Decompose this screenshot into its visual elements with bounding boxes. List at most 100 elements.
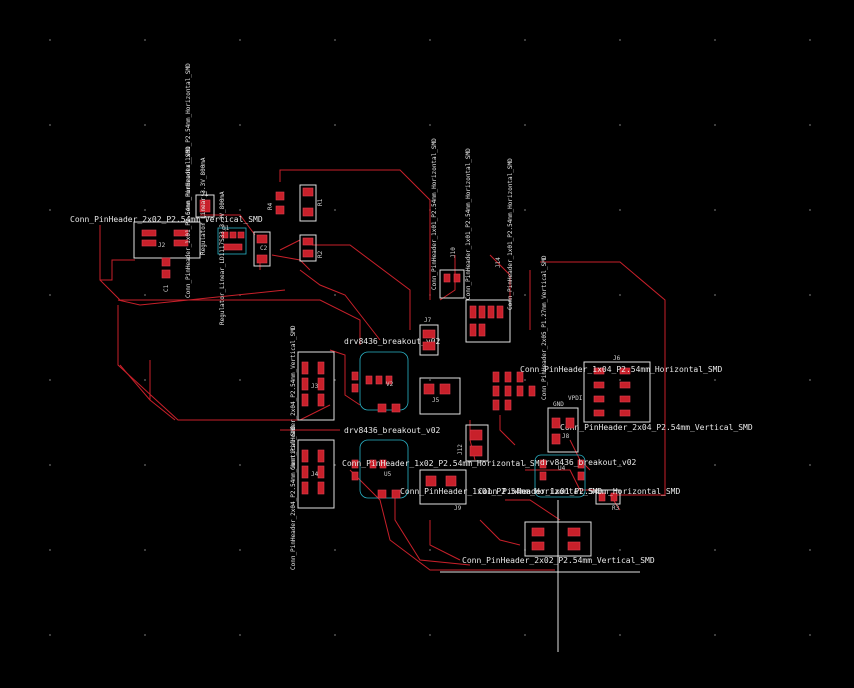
footprint-drv-a[interactable]: V2	[351, 351, 409, 413]
ref-j12: J12	[457, 444, 464, 455]
grid-dot	[239, 464, 241, 466]
footprint-bottom-2x02[interactable]	[524, 521, 592, 557]
grid-dot	[334, 549, 336, 551]
grid-dot	[429, 634, 431, 636]
grid-dot	[809, 464, 811, 466]
grid-dot	[49, 39, 51, 41]
grid-dot	[334, 634, 336, 636]
footprint-u4[interactable]: U4	[534, 454, 586, 498]
grid-dot	[809, 124, 811, 126]
grid-dot	[49, 634, 51, 636]
label-j6-horiz: Conn_PinHeader_1x04_P2.54mm_Horizontal_S…	[520, 365, 722, 374]
footprint-j3[interactable]: J3	[297, 351, 335, 421]
label-mid-horiz2: Conn_PinHeader_1x01_P2.54mm_Horizontal_S…	[465, 148, 472, 300]
footprint-j5[interactable]: J5	[419, 377, 461, 415]
ref-r1: R1	[317, 198, 324, 206]
ref-j2: J2	[158, 242, 166, 249]
label-j3-vert: Conn_PinHeader_2x04_P2.54mm_Vertical_SMD	[290, 325, 297, 470]
ref-v2: V2	[386, 381, 394, 388]
grid-dot	[619, 379, 621, 381]
grid-dot	[619, 294, 621, 296]
grid-dot	[239, 124, 241, 126]
ref-gnd: GND	[553, 401, 564, 408]
label-mid-horiz3: Conn_PinHeader_1x01_P2.54mm_Horizontal_S…	[507, 158, 514, 310]
ref-j9: J9	[454, 505, 462, 512]
label-j6-value: Conn_PinHeader_2x04_P2.54mm_Vertical_SMD	[560, 423, 753, 432]
ref-j5: J5	[432, 397, 440, 404]
grid-dot	[334, 464, 336, 466]
label-j2-vert1: Conn_PinHeader_1x01_P2.54mm_Horizontal_S…	[185, 63, 192, 215]
ref-j4: J4	[311, 471, 319, 478]
ref-c2: C2	[260, 245, 268, 252]
grid-dot	[619, 209, 621, 211]
grid-dot	[144, 464, 146, 466]
label-j2-vert2: Conn_PinHeader_1x01_P2.54mm_Horizontal_S…	[185, 146, 192, 298]
ref-j6: J6	[613, 355, 621, 362]
footprint-r2[interactable]: R2	[299, 234, 324, 262]
label-j9-value: Conn_PinHeader_1x01_P2.54mm_Horizontal_S…	[400, 487, 602, 496]
grid-dot	[524, 39, 526, 41]
footprint-r1[interactable]: R1	[299, 184, 324, 222]
grid-dot	[714, 39, 716, 41]
label-regulator: Regulator_Linear_LD1117S33_3.3V_800mA	[219, 191, 226, 325]
grid-dot	[429, 379, 431, 381]
footprint-j14[interactable]: J14	[465, 257, 511, 343]
label-j2-value: Conn_PinHeader_2x02_P2.54mm_Vertical_SMD	[70, 215, 263, 224]
grid-dot	[334, 124, 336, 126]
grid-dot	[619, 464, 621, 466]
grid-dot	[809, 294, 811, 296]
footprint-c1[interactable]: C1	[161, 257, 171, 292]
ref-c1: C1	[163, 284, 170, 292]
reference-lines	[440, 500, 640, 652]
grid-dot	[524, 634, 526, 636]
grid-dot	[714, 294, 716, 296]
footprint-j10[interactable]: J10	[439, 247, 465, 299]
copper-traces	[99, 169, 666, 571]
ref-r2: R2	[317, 250, 324, 258]
footprint-j9[interactable]: J9	[419, 469, 467, 512]
ref-u1: U1	[222, 225, 230, 232]
grid-dot	[144, 634, 146, 636]
grid-dot	[619, 39, 621, 41]
footprint-j8[interactable]: J8 GND VPDI	[547, 395, 583, 453]
grid-dot	[619, 634, 621, 636]
grid-dot	[144, 379, 146, 381]
grid-dot	[239, 39, 241, 41]
grid-dot	[714, 124, 716, 126]
ref-j7: J7	[424, 317, 432, 324]
grid-dot	[334, 379, 336, 381]
grid-dot	[524, 464, 526, 466]
grid-dot	[619, 549, 621, 551]
label-u4: drv8436_breakout_v02	[540, 458, 637, 467]
footprint-j4[interactable]: J4	[297, 439, 335, 509]
grid-dot	[524, 294, 526, 296]
grid-dot	[714, 634, 716, 636]
ref-j3: J3	[311, 383, 319, 390]
grid-dot	[144, 39, 146, 41]
grid-dot	[49, 209, 51, 211]
grid-dot	[524, 379, 526, 381]
grid-dot	[334, 294, 336, 296]
grid-dot	[524, 124, 526, 126]
grid-dot	[809, 549, 811, 551]
footprint-j6[interactable]: J6	[583, 355, 651, 423]
footprint-r3[interactable]: R3	[595, 489, 621, 512]
grid-dot	[334, 39, 336, 41]
grid-dot	[714, 209, 716, 211]
footprint-drv-b[interactable]: U5	[351, 439, 409, 499]
label-mid-horiz1: Conn_PinHeader_1x01_P2.54mm_Horizontal_S…	[431, 138, 438, 290]
footprint-j1[interactable]: J1	[195, 191, 215, 218]
footprint-j12[interactable]: J12	[457, 424, 489, 462]
footprint-mid-column[interactable]	[492, 371, 536, 411]
footprint-j7[interactable]: J7	[419, 317, 439, 356]
grid-dot	[144, 209, 146, 211]
grid-dot	[49, 124, 51, 126]
footprint-c2[interactable]: C2	[253, 231, 271, 267]
footprint-r4[interactable]: R4	[267, 191, 285, 215]
footprint-regulator[interactable]: U1	[217, 225, 247, 255]
grid-dot	[524, 209, 526, 211]
label-mid-bottom: Conn_PinHeader_1x01_P2.54mm_Horizontal_S…	[478, 487, 680, 496]
label-bottom-value: Conn_PinHeader_2x02_P2.54mm_Vertical_SMD	[462, 556, 655, 565]
ref-j10: J10	[450, 247, 457, 258]
